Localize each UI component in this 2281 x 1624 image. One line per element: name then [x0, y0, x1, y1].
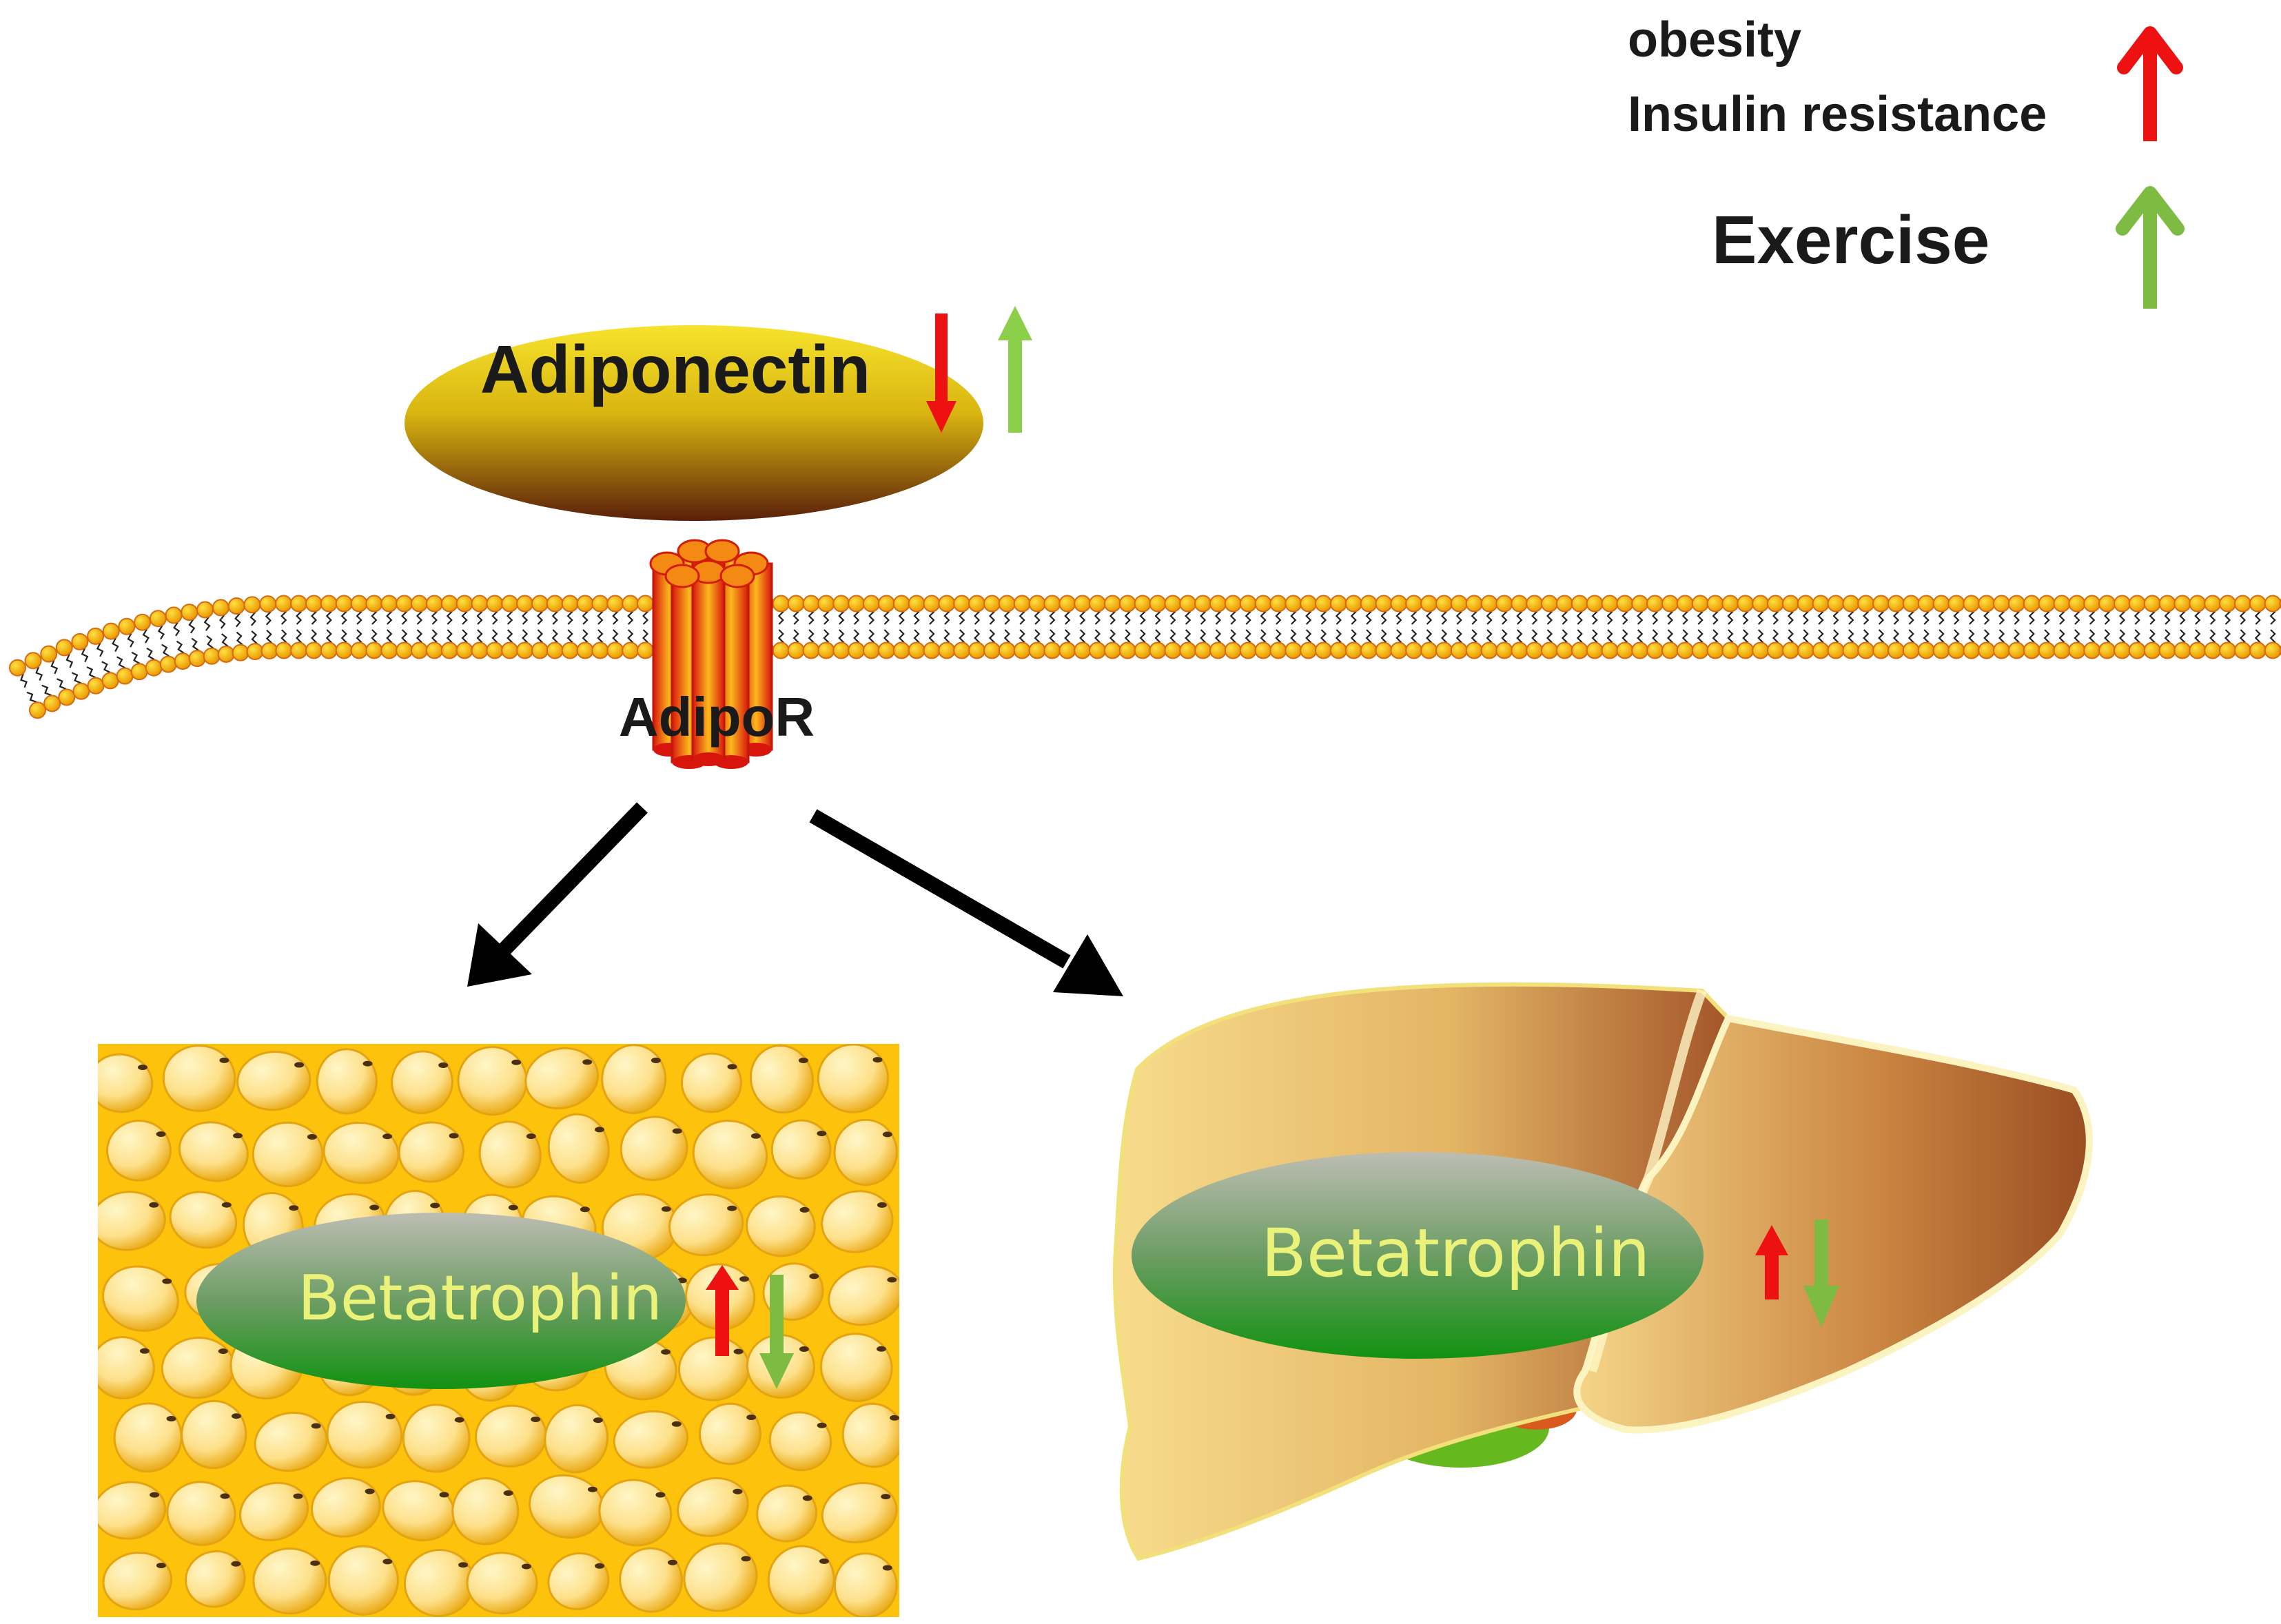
- liver: Betatrophin: [1112, 982, 2093, 1561]
- membrane-lipid-heads: [9, 595, 2281, 719]
- liver-betatrophin-ellipse: [1132, 1152, 1704, 1359]
- adipose-betatrophin-label: Betatrophin: [298, 1262, 662, 1335]
- legend: obesity Insulin resistance Exercise: [1628, 12, 2185, 309]
- adiponectin-label: Adiponectin: [480, 331, 870, 407]
- liver-betatrophin-label: Betatrophin: [1261, 1215, 1650, 1292]
- adiponectin-up-arrow-icon: [998, 306, 1032, 433]
- arrow-to-adipose-icon: [467, 802, 648, 987]
- adipor-label: AdipoR: [619, 686, 815, 748]
- adipose-betatrophin-ellipse: [196, 1213, 686, 1389]
- adiponectin-down-arrow-icon: [926, 314, 957, 433]
- lipid-bilayer-membrane: [9, 595, 2281, 719]
- arrow-to-liver-icon: [809, 809, 1123, 996]
- liver-betatrophin-up-arrow-icon: [1755, 1225, 1788, 1299]
- adipor-receptor: [649, 539, 773, 769]
- liver-betatrophin-down-arrow-icon: [1803, 1220, 1839, 1327]
- adipose-betatrophin-down-arrow-icon: [759, 1275, 794, 1389]
- legend-obesity-up-arrow-icon: [2117, 26, 2183, 141]
- legend-insulin-resistance-label: Insulin resistance: [1628, 87, 2047, 142]
- legend-exercise-up-arrow-icon: [2116, 186, 2185, 309]
- adipose-betatrophin-up-arrow-icon: [706, 1265, 739, 1356]
- adiponectin-ellipse: [405, 325, 983, 521]
- adiponectin-ligand: Adiponectin: [405, 306, 1032, 521]
- adipose-tissue: Betatrophin: [98, 1044, 899, 1617]
- legend-obesity-label: obesity: [1628, 12, 1801, 68]
- legend-exercise-label: Exercise: [1712, 202, 1990, 278]
